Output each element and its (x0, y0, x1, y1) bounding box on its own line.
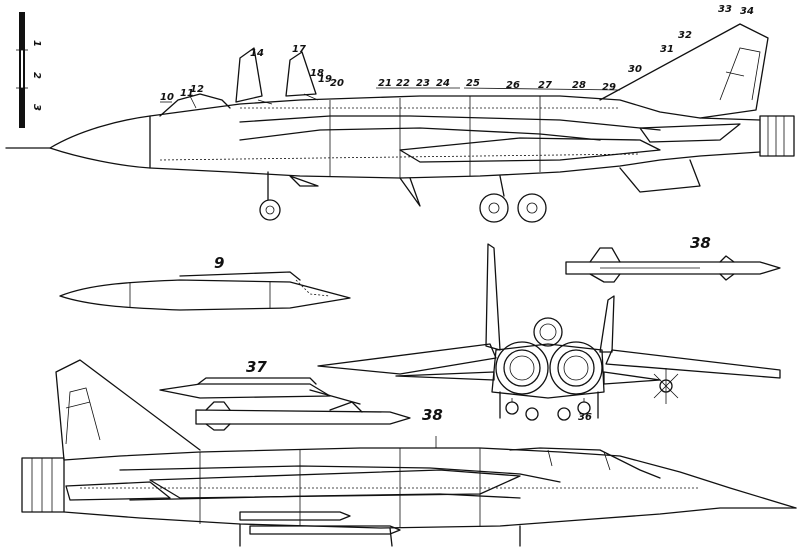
callout-30: 30 (628, 64, 642, 75)
scale-label-1: 1 (31, 40, 42, 47)
callout-31: 31 (660, 44, 674, 55)
callout-12: 12 (190, 84, 204, 95)
callout-26: 26 (506, 80, 520, 91)
missile-top-right: 38 (565, 234, 781, 283)
callout-17: 17 (292, 44, 306, 55)
callout-23: 23 (416, 78, 430, 89)
missile-label-lower: 38 (422, 406, 443, 424)
missile-label-top: 38 (690, 234, 711, 252)
drop-tank-view: 9 (59, 254, 351, 311)
callout-22: 22 (396, 78, 410, 89)
callout-19: 19 (318, 74, 332, 85)
callout-21: 21 (378, 78, 392, 89)
missile-lower-left: 38 (195, 401, 443, 431)
callout-18: 18 (310, 68, 324, 79)
callout-28: 28 (572, 80, 586, 91)
scale-label-2: 2 (31, 72, 42, 79)
callout-33: 33 (718, 4, 732, 15)
front-view-aircraft: 36 (317, 243, 781, 423)
callout-20: 20 (330, 78, 344, 89)
callout-27: 27 (538, 80, 552, 91)
callout-32: 32 (678, 30, 692, 41)
callout-25: 25 (466, 78, 480, 89)
callout-10: 10 (160, 92, 174, 103)
scale-bar: 1 2 3 (16, 12, 42, 128)
callout-24: 24 (436, 78, 450, 89)
callout-14: 14 (250, 48, 264, 59)
scale-label-3: 3 (31, 104, 42, 111)
pylon-label: 37 (246, 358, 267, 376)
lower-side-view-aircraft (21, 359, 797, 547)
tank-label: 9 (214, 254, 224, 272)
side-view-aircraft (5, 23, 795, 223)
callout-11: 11 (180, 88, 194, 99)
side-view-callouts: 10 11 12 14 17 18 19 20 21 22 23 24 25 2… (160, 4, 754, 103)
pylon-assembly: 37 (159, 358, 361, 405)
front-view-label: 36 (578, 412, 592, 423)
callout-34: 34 (740, 6, 754, 17)
callout-29: 29 (602, 82, 616, 93)
